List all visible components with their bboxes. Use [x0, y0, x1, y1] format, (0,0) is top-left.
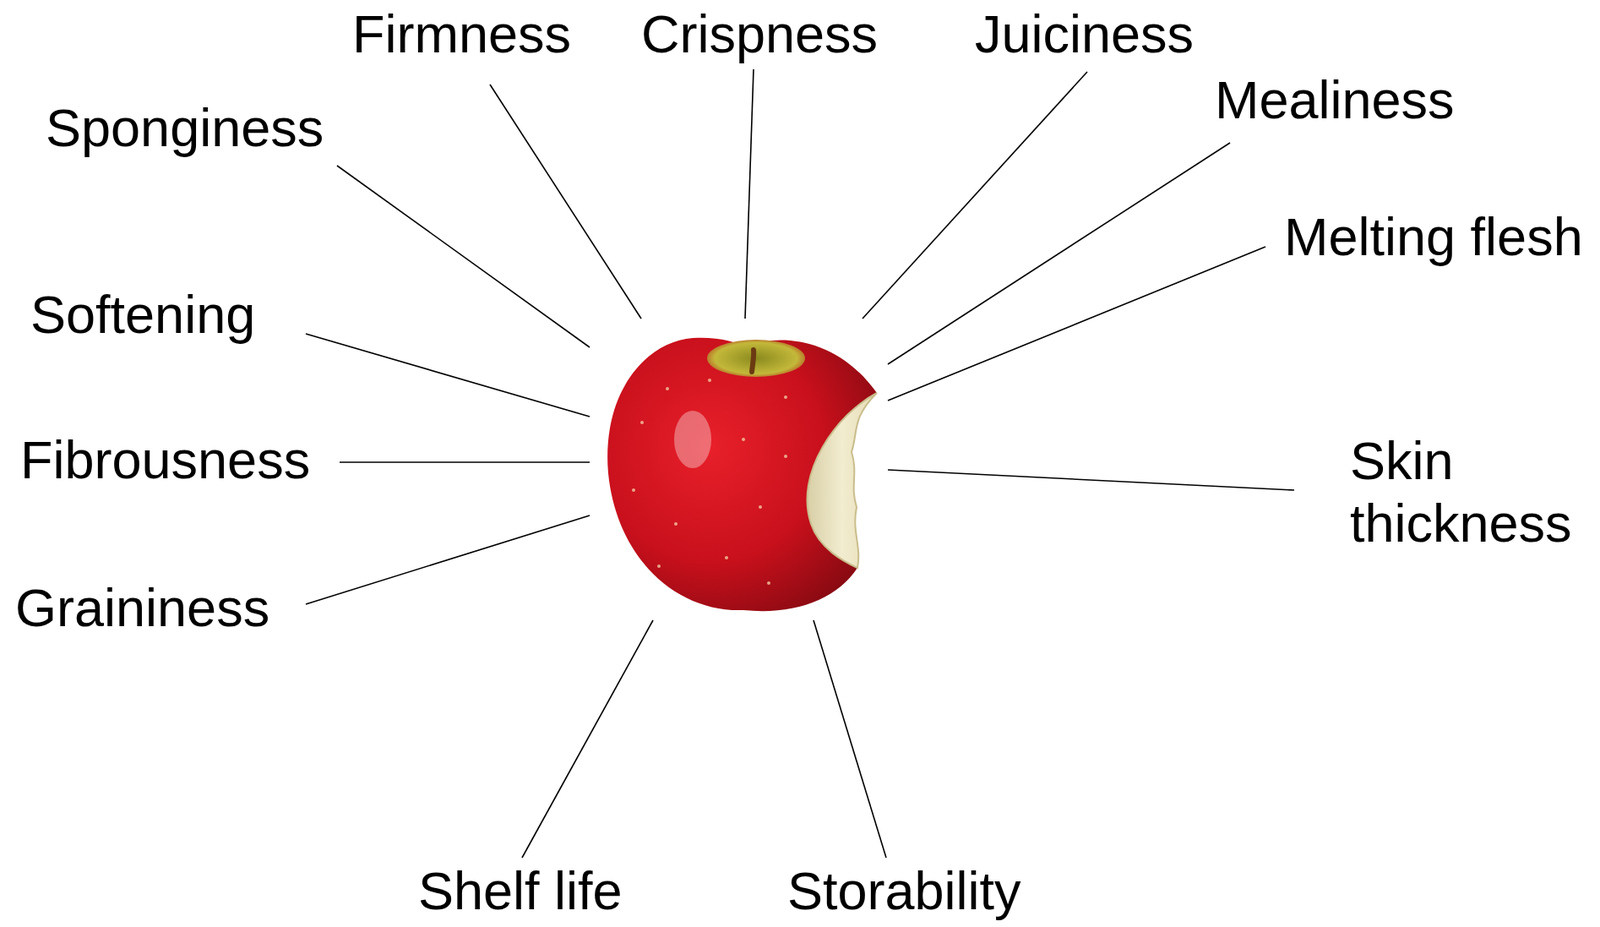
attribute-label: Juiciness — [974, 7, 1194, 61]
leader-line — [337, 165, 590, 348]
attribute-label: Firmness — [352, 7, 572, 61]
stem-cavity — [707, 339, 806, 377]
leader-lines — [305, 69, 1295, 858]
leader-line — [339, 461, 590, 463]
attribute-label: Mealiness — [1214, 73, 1455, 127]
apple-skin — [607, 337, 877, 611]
leader-line — [745, 69, 754, 319]
attribute-label: Softening — [30, 288, 256, 342]
attribute-label: Shelf life — [418, 864, 623, 918]
leader-line — [305, 333, 590, 417]
apple — [607, 337, 877, 611]
stem — [751, 349, 754, 372]
leader-line — [813, 620, 887, 858]
attribute-label: Crispness — [641, 7, 878, 61]
attribute-label: Graininess — [15, 581, 270, 635]
highlight — [674, 410, 712, 469]
leader-line — [522, 620, 654, 858]
attribute-label: Melting flesh — [1284, 210, 1584, 264]
leader-line — [862, 71, 1088, 319]
bite-flesh — [806, 392, 877, 568]
lenticels — [631, 378, 788, 585]
attribute-label: Storability — [787, 864, 1022, 918]
leader-line — [489, 84, 642, 319]
leader-line — [887, 246, 1266, 401]
attribute-label: Sponginess — [45, 101, 324, 155]
attribute-label: Fibrousness — [20, 433, 311, 487]
leader-line — [305, 515, 590, 605]
attribute-label: Skin thickness — [1349, 429, 1595, 555]
leader-line — [887, 469, 1295, 490]
